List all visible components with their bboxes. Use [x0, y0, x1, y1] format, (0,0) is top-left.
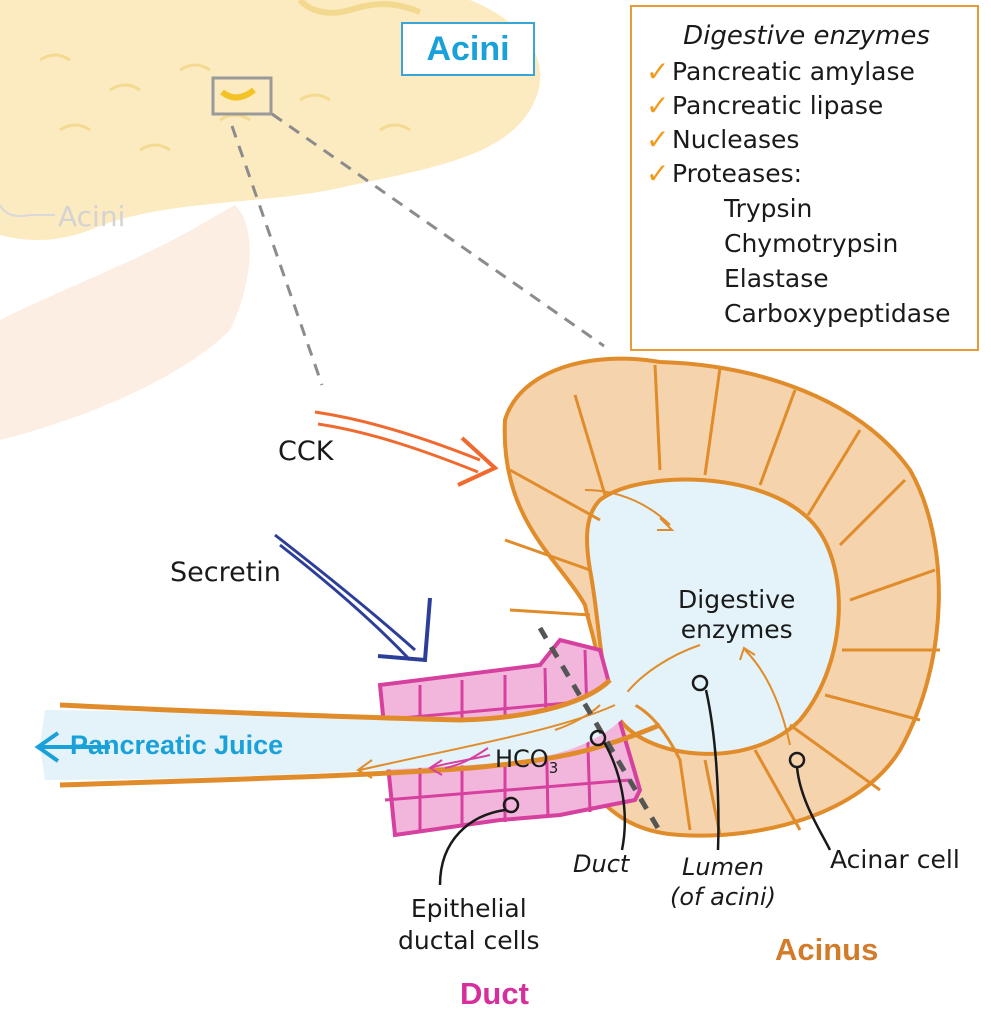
protease-item: Carboxypeptidase — [724, 299, 951, 328]
digestive-enzymes-box: Digestive enzymes ✓Pancreatic amylase ✓P… — [630, 5, 979, 351]
acini-faint-label: Acini — [58, 200, 126, 233]
cck-label: CCK — [278, 436, 334, 467]
acini-title: Acini — [426, 29, 510, 68]
zoom-box-icon — [211, 76, 605, 386]
acini-title-box: Acini — [401, 22, 535, 76]
hco3-label: HCO3 — [495, 745, 559, 777]
protease-item: Elastase — [724, 264, 829, 293]
check-icon: ✓ — [646, 55, 670, 88]
protease-item: Chymotrypsin — [724, 229, 899, 258]
check-icon: ✓ — [646, 157, 670, 190]
protease-item: Trypsin — [724, 194, 813, 223]
cck-arrow-icon — [314, 410, 499, 487]
enzyme-item: ✓Pancreatic amylase — [646, 55, 915, 88]
enzyme-item: ✓Proteases: — [646, 157, 803, 190]
pancreatic-juice-label: Pancreatic Juice — [70, 730, 284, 760]
secretin-arrow-icon — [274, 533, 432, 663]
check-icon: ✓ — [646, 89, 670, 122]
epithelial-label: Epithelial ductal cells — [398, 894, 540, 955]
duct-pointer-label: Duct — [573, 850, 630, 878]
secretin-label: Secretin — [170, 557, 281, 588]
acinar-cell-label: Acinar cell — [830, 845, 960, 874]
enzyme-box-title: Digestive enzymes — [683, 21, 930, 51]
lumen-label: Lumen (of acini) — [670, 853, 776, 911]
digestive-enzymes-label: Digestive enzymes — [678, 585, 796, 644]
acinus-title: Acinus — [775, 932, 879, 967]
enzyme-item: ✓Pancreatic lipase — [646, 89, 884, 122]
enzyme-item: ✓Nucleases — [646, 123, 800, 156]
check-icon: ✓ — [646, 123, 670, 156]
pointer-lines — [438, 674, 832, 886]
juice-arrow-icon — [34, 731, 110, 763]
duct-title: Duct — [460, 976, 529, 1011]
